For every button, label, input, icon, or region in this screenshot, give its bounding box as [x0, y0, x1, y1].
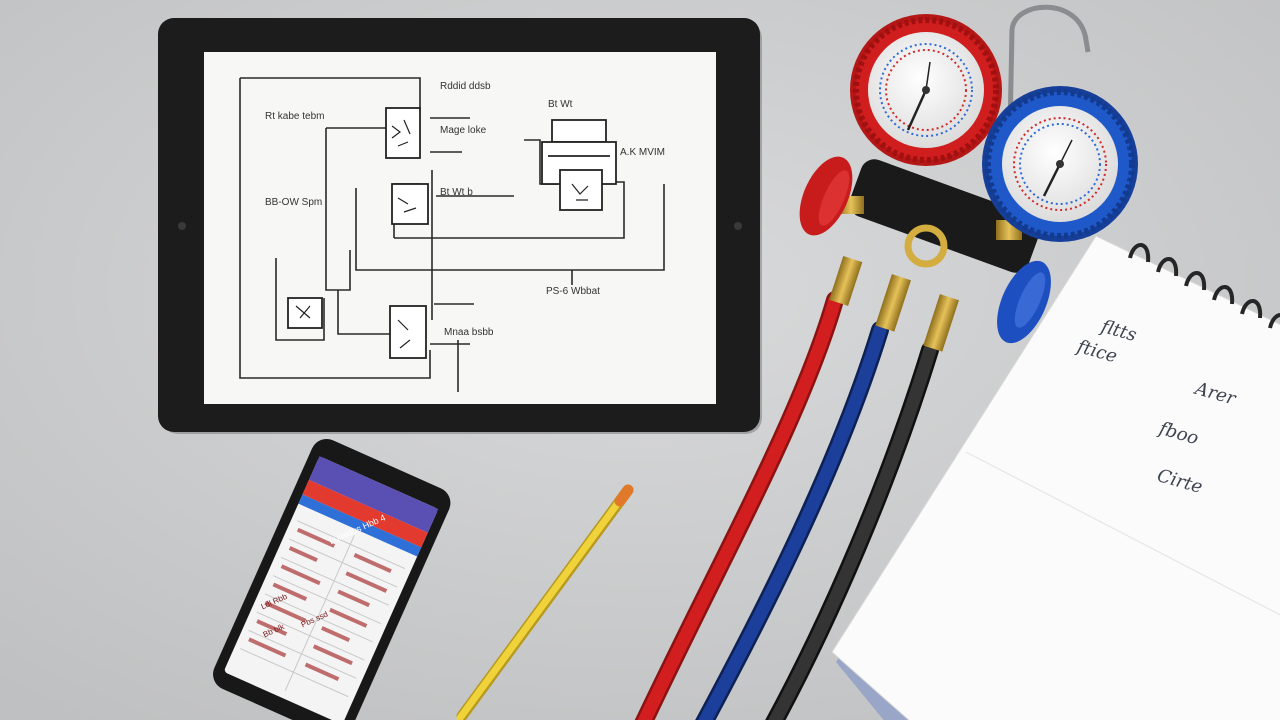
hoses: [634, 291, 939, 720]
smartphone: [213, 438, 451, 720]
hanger-hook: [1007, 4, 1091, 131]
schematic-label: Rddid ddsb: [440, 81, 491, 92]
manifold-body: [849, 159, 1041, 273]
schematic-label: Mage loke: [440, 125, 487, 136]
pencil-eraser: [614, 484, 634, 507]
relay-box-4: [389, 305, 427, 359]
schematic-label: Rt kabe tebm: [265, 111, 325, 122]
wiring-diagram: [239, 77, 665, 392]
schematic-label: BB-OW Spm: [265, 197, 323, 208]
tablet-screen: [204, 52, 716, 404]
blue-valve-knob[interactable]: [986, 253, 1062, 351]
relay-box-3: [287, 297, 323, 329]
high-pressure-gauge: [982, 86, 1138, 242]
schematic-label: PS-6 Wbbat: [546, 286, 600, 297]
pencil: [456, 484, 634, 720]
blue-hose: [697, 323, 887, 720]
red-valve-knob[interactable]: [789, 149, 863, 244]
compressor-symbol: [541, 119, 617, 211]
red-hose: [637, 293, 842, 720]
spiral-notepad: [831, 235, 1280, 720]
notepad-spiral-binding: [1128, 243, 1280, 329]
tablet: [158, 18, 762, 434]
schematic-label: Bt Wt: [548, 99, 573, 110]
tablet-camera-icon: [178, 222, 186, 230]
black-hose: [768, 343, 937, 720]
schematic-label: Bt Wt b: [440, 187, 473, 198]
relay-box-2: [391, 183, 429, 225]
schematic-label: Mnaa bsbb: [444, 327, 494, 338]
tablet-home-icon: [734, 222, 742, 230]
schematic-label: A.K MVIM: [620, 147, 666, 158]
manifold-gauge-set: [789, 4, 1138, 352]
center-port-ring: [904, 224, 948, 268]
low-pressure-gauge: [850, 14, 1002, 166]
relay-box-1: [385, 107, 421, 159]
